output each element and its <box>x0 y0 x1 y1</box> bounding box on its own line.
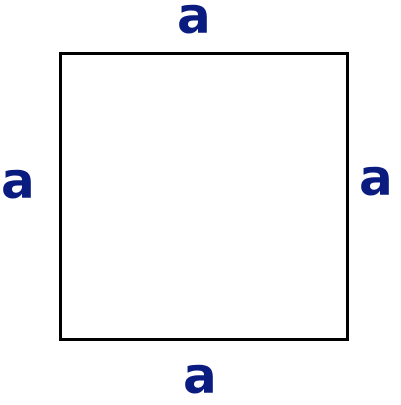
side-label-right: a <box>359 149 393 207</box>
square-shape <box>59 52 349 341</box>
side-label-top: a <box>177 0 211 45</box>
side-label-bottom: a <box>183 347 217 405</box>
side-label-left: a <box>1 152 35 210</box>
